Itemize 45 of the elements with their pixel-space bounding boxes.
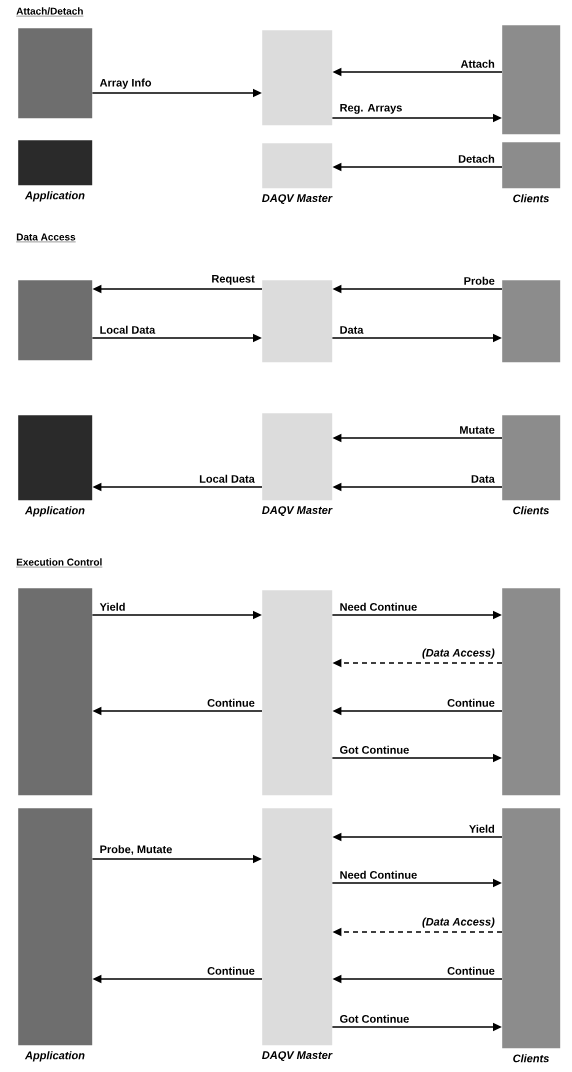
edge-label: Continue [447, 698, 495, 707]
edge-label: (Data Access) [422, 648, 495, 659]
column-caption: DAQV Master [262, 1051, 333, 1062]
edge-label: Data [471, 475, 495, 483]
edge-label: Data [340, 326, 364, 334]
column-caption: Application [24, 191, 85, 202]
column-caption: Application [24, 1051, 85, 1062]
edge-label: Detach [458, 154, 495, 163]
section-heading: Data Access [16, 233, 76, 243]
lifeline-box [502, 280, 561, 363]
column-caption: Application [24, 506, 85, 517]
edge-label: Mutate [460, 426, 495, 434]
edge-label: Probe, Mutate [100, 845, 172, 855]
edge-label: Local Data [100, 325, 156, 334]
lifeline-box [262, 590, 333, 796]
edge-label: (Data Access) [422, 917, 495, 928]
edge-label: Yield [99, 602, 125, 611]
column-caption: DAQV Master [262, 194, 333, 205]
edge-label: Continue [447, 966, 495, 975]
lifeline-box [262, 30, 333, 126]
column-caption: Clients [513, 506, 549, 515]
edge-label: Continue [207, 698, 255, 707]
edge-label: Got Continue [340, 745, 409, 754]
edge-label: Request [212, 274, 255, 285]
lifeline-box [502, 588, 561, 796]
edge-label: Probe [464, 276, 495, 285]
edge-label: Continue [207, 966, 255, 975]
edge-label: Need Continue [340, 870, 417, 879]
section-heading: Execution Control [16, 558, 103, 568]
edge-label: Reg. Arrays [340, 103, 402, 114]
lifeline-box [502, 25, 561, 135]
edge-label: Array Info [99, 78, 152, 89]
column-caption: Clients [513, 194, 549, 203]
edge-label: Got Continue [340, 1014, 409, 1023]
lifeline-box [18, 28, 93, 119]
lifeline-box [18, 588, 93, 796]
lifeline-box [18, 280, 93, 361]
column-caption: DAQV Master [262, 506, 333, 517]
edge-label: Attach [460, 59, 495, 68]
edge-label: Yield [469, 824, 495, 833]
section-heading: Attach/Detach [16, 7, 84, 17]
edge-label: Need Continue [340, 602, 417, 611]
lifeline-box [262, 280, 333, 363]
edge-label: Local Data [199, 474, 255, 483]
column-caption: Clients [513, 1054, 549, 1063]
